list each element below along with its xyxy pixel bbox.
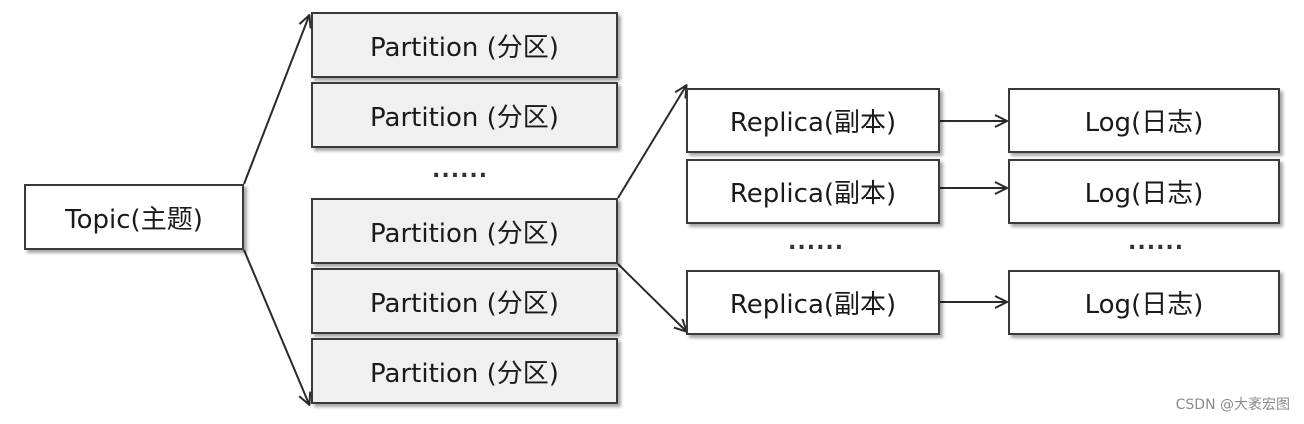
topic-label: Topic(主题) (65, 204, 203, 235)
partition-box: Partition (分区) (311, 338, 618, 404)
partition-label: Partition (分区) (370, 102, 559, 133)
log-label: Log(日志) (1084, 290, 1204, 320)
replica-ellipsis: ...... (788, 230, 845, 255)
log-box: Log(日志) (1008, 270, 1280, 335)
replica-label: Replica(副本) (729, 108, 897, 138)
partition-label: Partition (分区) (370, 358, 559, 389)
partition-box: Partition (分区) (311, 82, 618, 148)
replica-label: Replica(副本) (729, 290, 897, 320)
partition-label: Partition (分区) (370, 218, 559, 249)
watermark: CSDN @大袤宏图 (1175, 397, 1290, 413)
replica-box: Replica(副本) (686, 270, 940, 335)
partition-box: Partition (分区) (311, 268, 618, 334)
partition-box: Partition (分区) (311, 198, 618, 264)
log-label: Log(日志) (1084, 179, 1204, 209)
partition-ellipsis: ...... (432, 158, 489, 183)
partition-label: Partition (分区) (370, 32, 559, 63)
replica-box: Replica(副本) (686, 88, 940, 153)
partition-to-first-replica-arrow (617, 86, 686, 199)
partition-box: Partition (分区) (311, 12, 618, 78)
topic-to-last-partition-arrow (243, 249, 309, 404)
log-label: Log(日志) (1084, 108, 1204, 138)
topic-to-first-partition-arrow (243, 16, 309, 185)
log-box: Log(日志) (1008, 159, 1280, 224)
replica-box: Replica(副本) (686, 159, 940, 224)
partition-to-last-replica-arrow (617, 263, 686, 331)
log-box: Log(日志) (1008, 88, 1280, 153)
replica-label: Replica(副本) (729, 179, 897, 209)
log-ellipsis: ...... (1128, 230, 1185, 255)
topic-box: Topic(主题) (24, 184, 244, 250)
partition-label: Partition (分区) (370, 288, 559, 319)
